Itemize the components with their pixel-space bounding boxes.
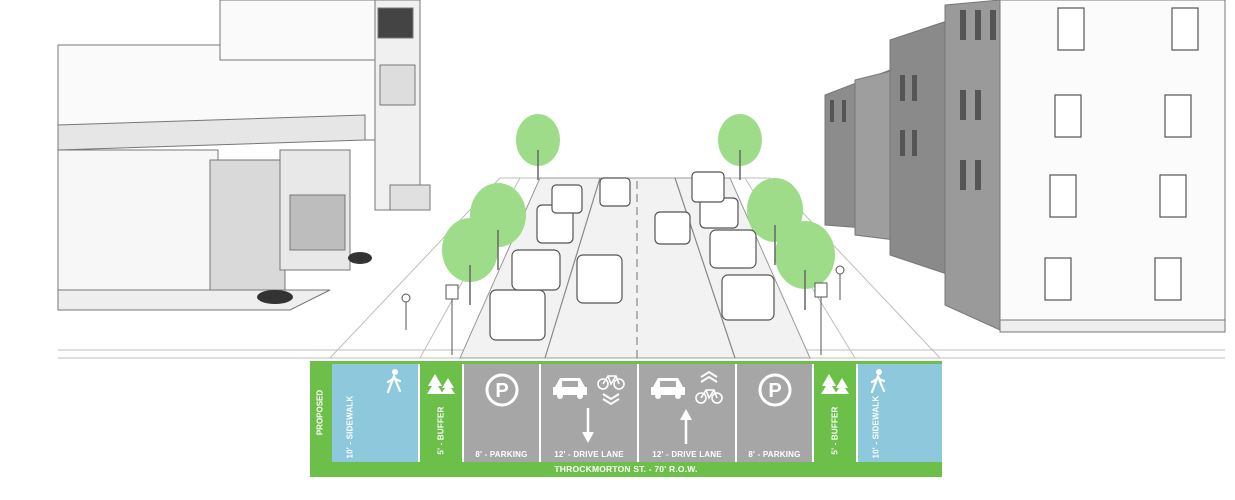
- segment-divider: [812, 364, 814, 462]
- segment-parking-left: P 8' - PARKING: [464, 364, 539, 462]
- segment-label: 10' - SIDEWALK: [345, 395, 355, 459]
- pedestrian-icon: [870, 369, 886, 394]
- left-building: [57, 0, 431, 311]
- segment-label: 8' - PARKING: [475, 450, 528, 459]
- moving-cars: [576, 177, 691, 304]
- segment-divider: [637, 364, 639, 462]
- parking-icon: P: [758, 373, 792, 407]
- segment-divider: [418, 364, 420, 462]
- segment-sidewalk-right: 10' - SIDEWALK: [858, 364, 942, 462]
- segment-label: 10' - SIDEWALK: [871, 395, 881, 459]
- segment-drive-lane-left: 12' - DRIVE LANE: [541, 364, 637, 462]
- street-trees: [442, 114, 835, 289]
- pedestrian-icon: [386, 369, 402, 394]
- arrow-down-icon: [582, 408, 594, 443]
- cross-section-legend: PROPOSED 10' - SIDEWALK 5' - BUFFER P 8'…: [310, 361, 942, 477]
- chevron-down-icon: [602, 393, 620, 406]
- segment-divider: [462, 364, 464, 462]
- segment-buffer-left: 5' - BUFFER: [420, 364, 462, 462]
- segment-divider: [856, 364, 858, 462]
- segment-label: 5' - BUFFER: [830, 406, 840, 455]
- segment-divider: [539, 364, 541, 462]
- bicycle-icon: [597, 375, 625, 390]
- segment-label: 12' - DRIVE LANE: [554, 450, 624, 459]
- chevron-up-icon: [700, 370, 718, 383]
- right-of-way-label: THROCKMORTON ST. - 70' R.O.W.: [554, 464, 698, 474]
- segment-sidewalk-left: 10' - SIDEWALK: [332, 364, 418, 462]
- parked-cars: [489, 171, 775, 341]
- car-icon: [651, 378, 685, 399]
- right-buildings: [824, 0, 1226, 333]
- car-icon: [553, 378, 587, 399]
- segment-label: 5' - BUFFER: [436, 406, 446, 455]
- arrow-up-icon: [680, 409, 692, 444]
- segment-label: 8' - PARKING: [748, 450, 801, 459]
- proposed-label: PROPOSED: [315, 389, 325, 436]
- proposed-tag: PROPOSED: [310, 364, 330, 462]
- bicycle-icon: [695, 389, 723, 404]
- segment-drive-lane-right: 12' - DRIVE LANE: [639, 364, 735, 462]
- street-perspective-illustration: [57, 0, 1226, 359]
- lane-lines: [544, 177, 736, 359]
- segment-divider: [735, 364, 737, 462]
- right-windows: [1044, 7, 1199, 301]
- left-planters: [257, 252, 372, 304]
- segment-label: 12' - DRIVE LANE: [652, 450, 722, 459]
- right-facade-windows: [830, 10, 996, 190]
- svg-text:P: P: [768, 380, 781, 402]
- svg-text:P: P: [495, 380, 508, 402]
- trees-icon: [427, 374, 455, 394]
- tree-trunks: [469, 150, 806, 310]
- segment-parking-right: P 8' - PARKING: [737, 364, 812, 462]
- segment-buffer-right: 5' - BUFFER: [814, 364, 856, 462]
- signs-and-people: [401, 265, 845, 355]
- trees-icon: [821, 374, 849, 394]
- parking-icon: P: [485, 373, 519, 407]
